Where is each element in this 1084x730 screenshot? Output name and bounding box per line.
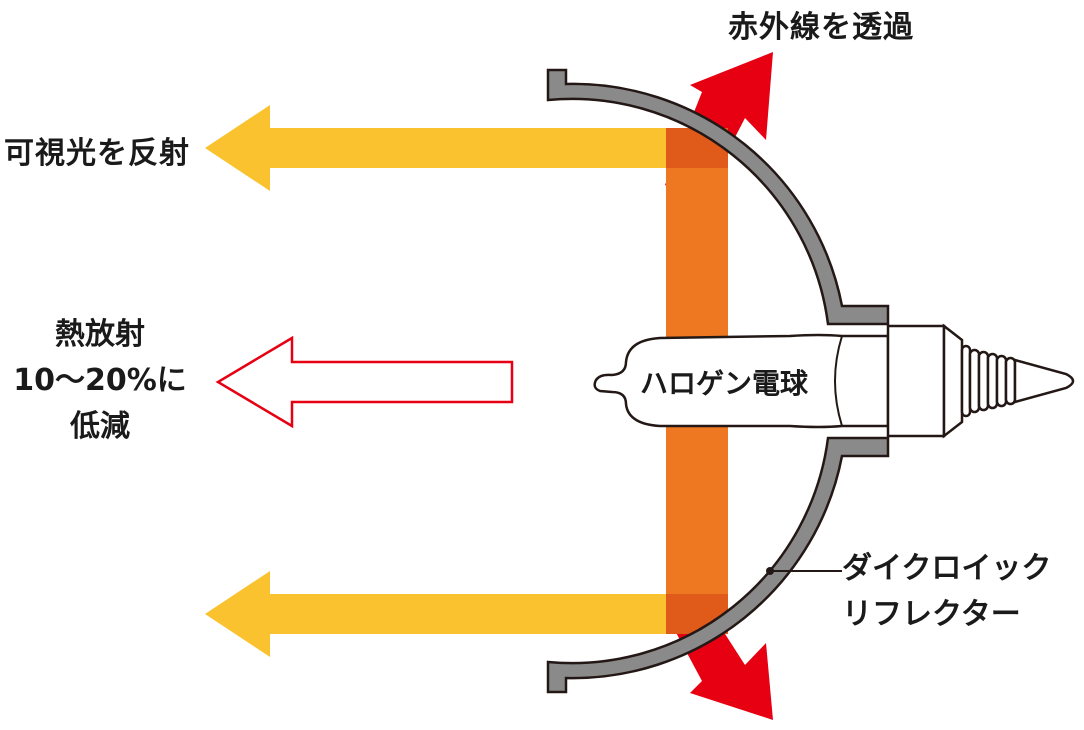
bulb-neck — [942, 323, 964, 439]
visible-arrow-bottom — [205, 571, 668, 657]
reflector-upper — [546, 68, 890, 326]
reflector-lower — [546, 436, 890, 694]
heat-arrow — [215, 335, 514, 429]
bulb-base — [886, 324, 946, 438]
label-heat-radiation: 熱放射 10〜20%に 低減 — [4, 312, 196, 450]
label-reflector-line2: リフレクター — [842, 597, 1021, 632]
label-reflector-line1: ダイクロイック — [842, 551, 1052, 586]
label-infrared-transmitted: 赤外線を透過 — [728, 10, 914, 45]
label-heat-line2: 10〜20%に — [13, 363, 187, 398]
visible-arrow-top — [205, 105, 668, 191]
label-visible-light-reflected: 可視光を反射 — [4, 136, 190, 171]
label-heat-line3: 低減 — [70, 409, 130, 444]
label-halogen-bulb: ハロゲン電球 — [640, 367, 809, 400]
label-dichroic-reflector: ダイクロイック リフレクター — [842, 546, 1051, 638]
bulb-thread — [960, 344, 1017, 418]
label-heat-line1: 熱放射 — [55, 317, 145, 352]
bulb-tip — [1013, 358, 1075, 404]
bulb-inner-line — [834, 335, 843, 427]
bulb-envelope — [593, 333, 890, 429]
